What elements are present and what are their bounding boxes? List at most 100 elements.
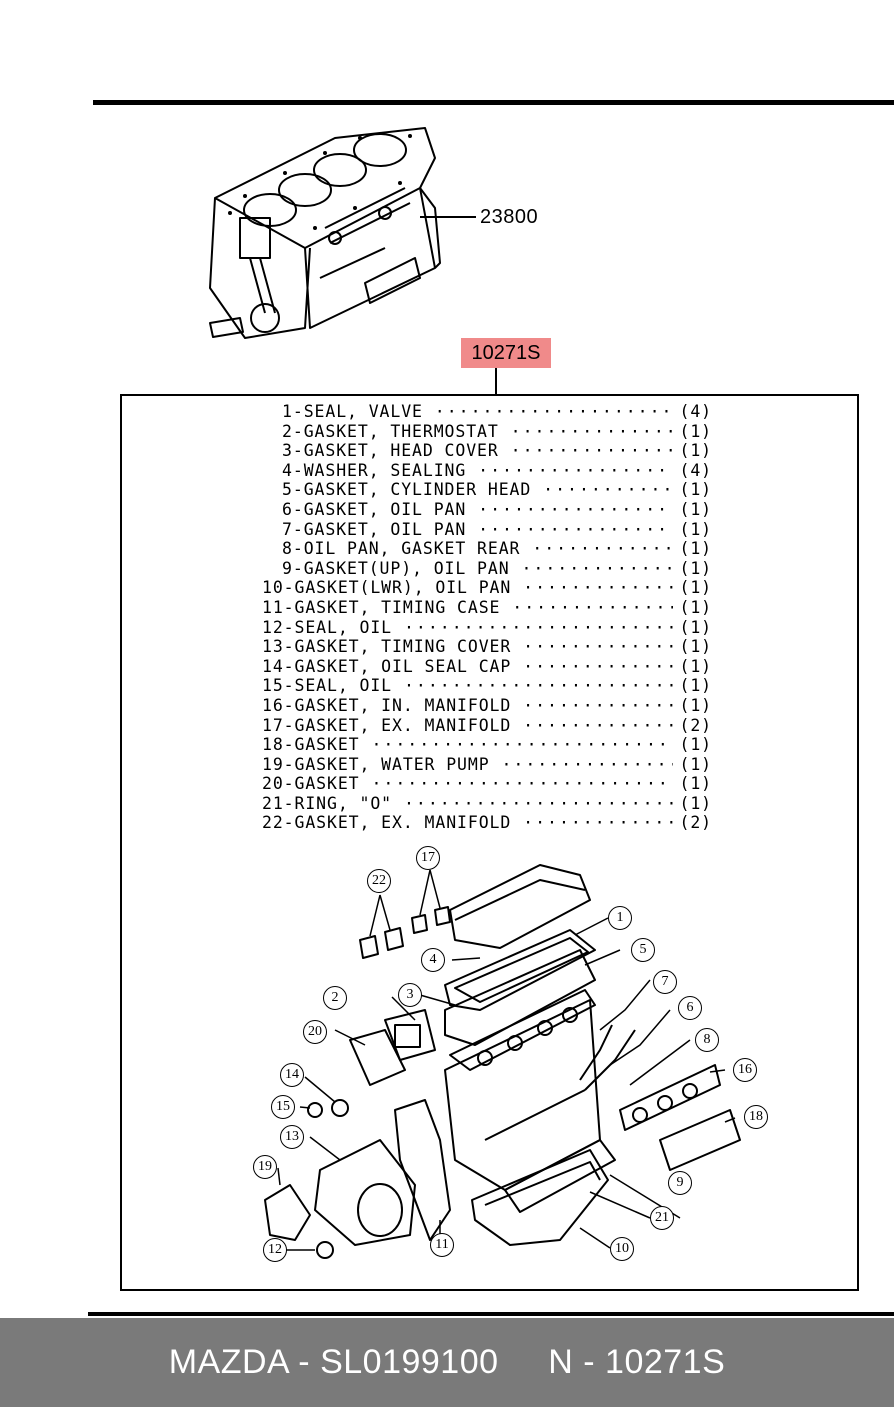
part-label: 15-SEAL, OIL bbox=[262, 676, 393, 696]
parts-list-row: 22-GASKET, EX. MANIFOLD (2) bbox=[262, 813, 712, 833]
footer-bar: MAZDA - SL0199100 N - 10271S bbox=[0, 1318, 894, 1407]
ex-manifold-gasket-17-shape bbox=[411, 914, 428, 934]
part-quantity: (1) bbox=[679, 421, 712, 441]
oil-seal-12-shape bbox=[316, 1241, 334, 1259]
part-label: 17-GASKET, EX. MANIFOLD bbox=[262, 715, 512, 735]
callout-bubble: 21 bbox=[650, 1206, 674, 1230]
part-number: 22 bbox=[262, 813, 284, 833]
callout-bubble: 14 bbox=[280, 1063, 304, 1087]
callout-bubble: 17 bbox=[416, 846, 440, 870]
part-number: 12 bbox=[262, 617, 284, 637]
part-label: 4-WASHER, SEALING bbox=[282, 460, 467, 480]
part-number: 16 bbox=[262, 695, 284, 715]
part-label: 12-SEAL, OIL bbox=[262, 617, 393, 637]
part-label: 7-GASKET, OIL PAN bbox=[282, 519, 467, 539]
bottom-rule bbox=[88, 1312, 894, 1316]
part-quantity: (1) bbox=[679, 480, 712, 500]
kit-code-label[interactable]: 10271S bbox=[461, 338, 551, 368]
callout-bubble: 2 bbox=[323, 986, 347, 1010]
part-quantity: (1) bbox=[679, 558, 712, 578]
part-name: GASKET, THERMOSTAT bbox=[303, 421, 499, 441]
part-quantity: (4) bbox=[679, 402, 712, 421]
part-entry: 16-GASKET, IN. MANIFOLD bbox=[262, 696, 673, 716]
part-label: 1-SEAL, VALVE bbox=[282, 402, 423, 421]
part-quantity: (2) bbox=[679, 715, 712, 735]
ex-manifold-gasket-22-shape bbox=[359, 935, 379, 959]
water-pump-shape bbox=[264, 1184, 311, 1241]
part-entry: 7-GASKET, OIL PAN bbox=[282, 520, 673, 540]
part-number: 19 bbox=[262, 754, 284, 774]
part-number: 17 bbox=[262, 715, 284, 735]
part-number: 13 bbox=[262, 637, 284, 657]
parts-list-row: 3-GASKET, HEAD COVER(1) bbox=[262, 441, 712, 461]
part-name: GASKET(UP), OIL PAN bbox=[303, 558, 510, 578]
part-number: 8 bbox=[282, 539, 293, 559]
part-name: GASKET, OIL PAN bbox=[303, 499, 467, 519]
part-label: 16-GASKET, IN. MANIFOLD bbox=[262, 695, 512, 715]
part-name: GASKET, EX. MANIFOLD bbox=[294, 813, 512, 833]
part-label: 3-GASKET, HEAD COVER bbox=[282, 441, 499, 461]
part-name: GASKET, IN. MANIFOLD bbox=[294, 695, 512, 715]
assembly-leader-line bbox=[420, 216, 476, 218]
engine-block-illustration bbox=[209, 127, 441, 339]
part-entry: 19-GASKET, WATER PUMP bbox=[262, 755, 673, 775]
parts-list: 1-SEAL, VALVE(4)2-GASKET, THERMOSTAT(1)3… bbox=[262, 402, 712, 833]
oil-pan-upper-shape bbox=[504, 1139, 616, 1213]
part-name: OIL PAN, GASKET REAR bbox=[303, 539, 521, 559]
part-label: 21-RING, "O" bbox=[262, 793, 393, 813]
part-entry: 11-GASKET, TIMING CASE bbox=[262, 598, 673, 618]
assembly-part-number: 23800 bbox=[480, 206, 539, 228]
part-name: SEAL, OIL bbox=[294, 676, 393, 696]
part-name: GASKET, TIMING COVER bbox=[294, 637, 512, 657]
parts-list-row: 10-GASKET(LWR), OIL PAN (1) bbox=[262, 578, 712, 598]
footer-brand-part: MAZDA - SL0199100 bbox=[168, 1343, 499, 1381]
parts-list-row: 8-OIL PAN, GASKET REAR(1) bbox=[262, 539, 712, 559]
part-number: 4 bbox=[282, 460, 293, 480]
part-quantity: (1) bbox=[679, 578, 712, 598]
part-name: SEAL, VALVE bbox=[303, 402, 423, 421]
oil-seal-cap-14-shape bbox=[331, 1099, 349, 1117]
callout-bubble: 9 bbox=[668, 1171, 692, 1195]
part-entry: 4-WASHER, SEALING bbox=[282, 461, 673, 481]
exploded-gasket-diagram bbox=[264, 864, 741, 1259]
part-quantity: (2) bbox=[679, 813, 712, 833]
part-entry: 9-GASKET(UP), OIL PAN bbox=[282, 559, 673, 579]
callout-bubble: 8 bbox=[695, 1028, 719, 1052]
part-quantity: (1) bbox=[679, 793, 712, 813]
part-quantity: (1) bbox=[679, 676, 712, 696]
head-gasket-shape bbox=[449, 989, 596, 1071]
part-entry: 15-SEAL, OIL bbox=[262, 676, 673, 696]
callout-bubble: 22 bbox=[367, 869, 391, 893]
part-entry: 3-GASKET, HEAD COVER bbox=[282, 441, 673, 461]
part-number: 9 bbox=[282, 558, 293, 578]
parts-list-row: 14-GASKET, OIL SEAL CAP(1) bbox=[262, 657, 712, 677]
part-quantity: (1) bbox=[679, 695, 712, 715]
part-name: GASKET, TIMING CASE bbox=[294, 597, 501, 617]
part-quantity: (1) bbox=[679, 735, 712, 755]
callout-bubble: 20 bbox=[303, 1020, 327, 1044]
timing-case-shape bbox=[394, 1099, 451, 1241]
part-entry: 1-SEAL, VALVE bbox=[282, 402, 673, 422]
in-manifold-gasket-shape bbox=[619, 1064, 721, 1131]
part-entry: 10-GASKET(LWR), OIL PAN bbox=[262, 578, 673, 598]
part-entry: 21-RING, "O" bbox=[262, 794, 673, 814]
kit-code-text: 10271S bbox=[471, 341, 541, 364]
head-cover-gasket-shape bbox=[444, 929, 596, 1011]
part-quantity: (1) bbox=[679, 774, 712, 794]
kit-code-leader bbox=[495, 368, 497, 394]
part-label: 11-GASKET, TIMING CASE bbox=[262, 597, 501, 617]
callout-bubble: 11 bbox=[430, 1233, 454, 1257]
parts-list-row: 20-GASKET(1) bbox=[262, 774, 712, 794]
part-entry: 22-GASKET, EX. MANIFOLD bbox=[262, 813, 673, 833]
gasket-kit-frame bbox=[120, 394, 859, 1291]
part-number: 18 bbox=[262, 735, 284, 755]
part-quantity: (1) bbox=[679, 754, 712, 774]
part-label: 14-GASKET, OIL SEAL CAP bbox=[262, 656, 512, 676]
part-number: 5 bbox=[282, 480, 293, 500]
callout-bubble: 3 bbox=[398, 983, 422, 1007]
gasket-20-shape bbox=[349, 1029, 406, 1086]
part-number: 2 bbox=[282, 421, 293, 441]
callout-bubble: 19 bbox=[253, 1155, 277, 1179]
parts-list-row: 5-GASKET, CYLINDER HEAD(1) bbox=[262, 480, 712, 500]
part-label: 13-GASKET, TIMING COVER bbox=[262, 637, 512, 657]
